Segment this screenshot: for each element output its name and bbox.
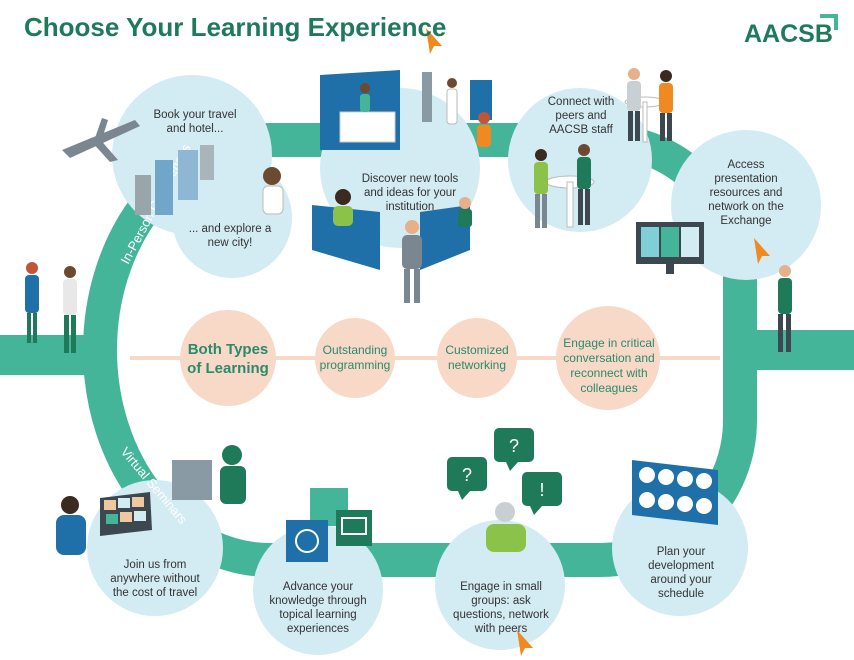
- question-mark-2: ?: [509, 436, 519, 456]
- explore-circle: [172, 158, 292, 278]
- walking-person-exit-icon: [778, 265, 792, 352]
- networking-circle: [437, 318, 517, 398]
- cursor-arrow-title-icon: [426, 28, 442, 54]
- discover-caption: Discover new tools and ideas for your in…: [361, 173, 459, 213]
- monitor-icon: [636, 222, 704, 274]
- advance-circle: [253, 525, 383, 655]
- question-bubble-icon: ?: [494, 428, 534, 471]
- both-types-label: Both Types of Learning: [187, 341, 269, 377]
- clocks-board-icon: [632, 460, 718, 525]
- question-mark-1: ?: [462, 465, 472, 485]
- networking-label: Customized networking: [445, 343, 509, 372]
- exclamation-mark: !: [539, 480, 544, 500]
- cursor-arrow-engage-icon: [517, 630, 533, 656]
- exit-path: [745, 330, 854, 370]
- plan-caption: Plan your development around your schedu…: [648, 546, 714, 600]
- conversation-label: Engage in critical conversation and reco…: [563, 336, 655, 395]
- laptop-icon: [100, 492, 152, 536]
- conversation-circle: [556, 306, 660, 410]
- programming-circle: [315, 318, 395, 398]
- aacsb-logo-mark-icon: [820, 14, 838, 30]
- exclamation-bubble-icon: !: [522, 472, 562, 515]
- advance-caption: Advance your knowledge through topical l…: [269, 581, 367, 635]
- access-caption: Access presentation resources and networ…: [708, 159, 784, 227]
- page-title: Choose Your Learning Experience: [24, 12, 447, 42]
- walking-people-entry-icon: [25, 262, 77, 353]
- people-virtual-icon: [56, 445, 526, 555]
- people-networking-icon: [534, 68, 673, 228]
- airplane-icon: [62, 118, 140, 162]
- connect-caption: Connect with peers and AACSB staff: [547, 96, 615, 136]
- programming-label: Outstanding programming: [319, 343, 391, 372]
- engage-caption: Engage in small groups: ask questions, n…: [453, 581, 549, 635]
- booth-icon: [312, 70, 492, 270]
- question-bubble-icon: ?: [447, 457, 487, 500]
- engage-circle: [435, 520, 565, 650]
- join-caption: Join us from anywhere without the cost o…: [110, 559, 200, 599]
- cursor-arrow-exchange-icon: [754, 238, 770, 264]
- city-icon: [135, 145, 214, 215]
- travel-caption: Book your travel and hotel...: [153, 109, 237, 135]
- people-booth-icon: [262, 78, 491, 303]
- learning-tiles-icon: [286, 488, 372, 562]
- aacsb-logo: AACSB: [744, 20, 833, 48]
- access-circle: [671, 130, 821, 280]
- explore-caption: ... and explore a new city!: [188, 223, 272, 249]
- presenter-screen-icon: [172, 460, 212, 500]
- both-types-circle: [180, 310, 276, 406]
